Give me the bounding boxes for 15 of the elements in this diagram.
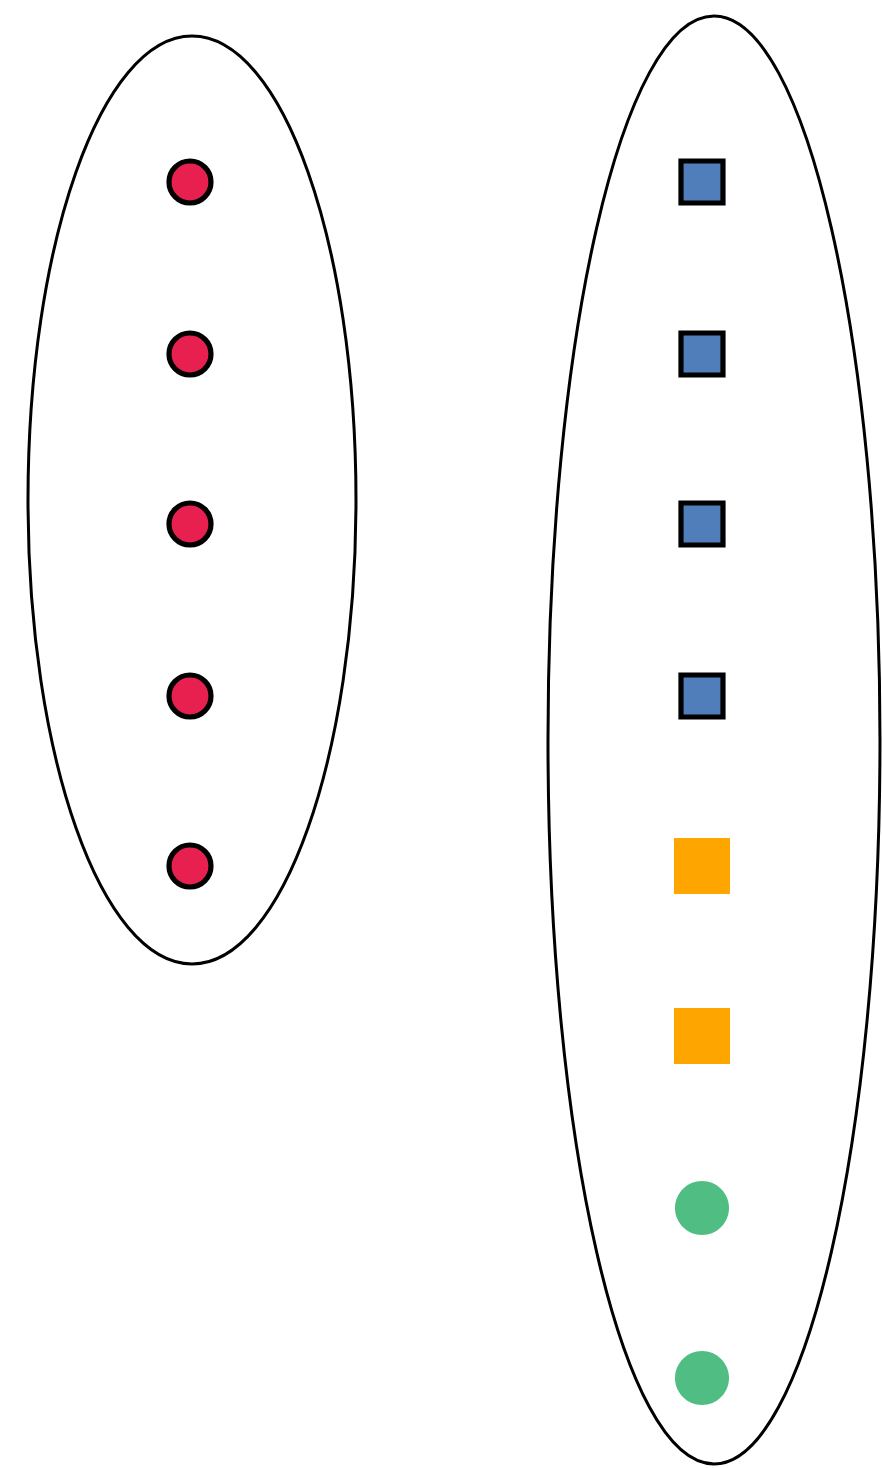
dot-marker [166, 330, 214, 378]
square-marker [674, 838, 730, 894]
dot-marker [675, 1351, 729, 1405]
square-marker [678, 158, 726, 206]
square-marker [674, 1008, 730, 1064]
group-ellipse [546, 14, 882, 1466]
dot-marker [166, 842, 214, 890]
square-marker [678, 500, 726, 548]
dot-marker [166, 500, 214, 548]
dot-marker [166, 158, 214, 206]
square-marker [678, 672, 726, 720]
dot-marker [675, 1181, 729, 1235]
dot-marker [166, 672, 214, 720]
group-ellipse [26, 34, 358, 966]
square-marker [678, 330, 726, 378]
